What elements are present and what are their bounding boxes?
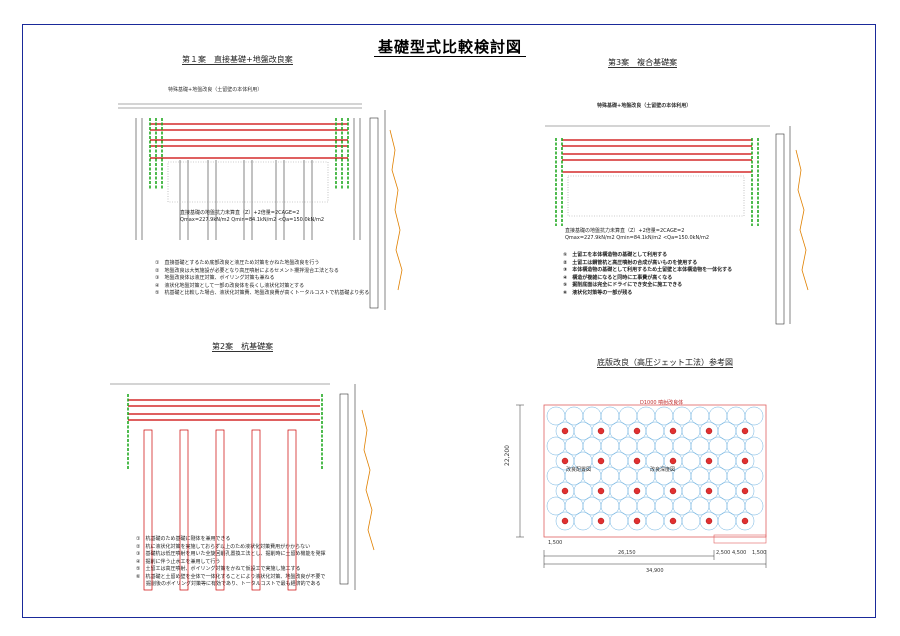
section1-subtitle: 特殊基礎+地盤改良（土留壁の本体利用） (168, 87, 263, 93)
section2-notes: ① 杭基礎のため基礎に剛体を兼用できる ② 杭に液状化対策を実施しておらず以上の… (136, 536, 326, 589)
section2-heading: 第2案 杭基礎案 (212, 342, 274, 352)
section1-cross-section (118, 103, 403, 310)
plan-top-label: D1000 噴射改良体 (640, 400, 684, 406)
note-item: ⑥ 杭基礎と土留め壁を全体で一体化することにより液状化対策、地盤改良が不要で (136, 573, 326, 580)
note-item: ⑤ 土留工は高圧噴射、ボイリング対策をかねて仮設工で実施し施工する (136, 566, 301, 572)
section4-heading: 底版改良（高圧ジェット工法）参考図 (597, 358, 733, 368)
note-item: ⑤ 掘削底面は完全にドライにでき安全に施工できる (563, 282, 683, 288)
drawing-title: 基礎型式比較検討図 (0, 36, 900, 57)
plan-left-margin-dimension: 1,500 (548, 540, 563, 546)
section3-notes: ① 土留工を本体構造物の基礎として利用する ② 土留工は鋼管杭と高圧噴射の合成が… (563, 252, 732, 297)
note-item: ④ 液状化地盤対策として一部の改良体を長くし液状化対策とする (155, 282, 305, 289)
note-item: ③ 地盤改良体は液圧対策、ボイリング対策も兼ねる (155, 275, 275, 281)
note-item: ⑥ 液状化対策等の一部が残る (563, 289, 633, 296)
note-item: ③ 本体構造物の基礎として利用するため土留壁と本体構造物を一体化する (563, 267, 733, 273)
section3-heading: 第3案 複合基礎案 (608, 58, 678, 68)
section1-heading: 第１案 直接基礎+地盤改良案 (182, 55, 293, 65)
note-item: ⑤ 杭基礎と比較した場合、液状化対策費、地盤改良費が高くトータルコストで杭基礎よ… (155, 290, 370, 296)
plan-inner-width-dimension: 26,150 (618, 550, 636, 556)
note-item: ② 土留工は鋼管杭と高圧噴射の合成が高いものを使用する (563, 259, 698, 266)
note-item: ② 杭に液状化対策を実施しておらず以上のため液状化対策費用がかからない (136, 543, 311, 550)
note-item: ③ 基礎杭は低圧噴射を用いた全旋回削孔置換工法とし、掘削時に土留め機能を発揮 (136, 551, 326, 557)
plan-total-width-dimension: 34,900 (646, 568, 664, 574)
dimension-lines (516, 404, 767, 568)
improvement-circle-grid (546, 406, 764, 531)
note-item: ① 杭基礎のため基礎に剛体を兼用できる (136, 536, 231, 542)
pile-markers (561, 427, 749, 525)
section4-plan (516, 404, 767, 568)
plan-note-1: 改良配置図 (566, 467, 592, 473)
note-item: ④ 掘削に伴う止水工を兼用して行う (136, 558, 221, 565)
section3-cross-section (545, 125, 809, 325)
note-item: 掘削後のボイリング対策等に有効であり、トータルコストで最も経済的である (136, 581, 321, 587)
plan-height-dimension: 22,200 (504, 445, 511, 466)
drawing-border (22, 24, 876, 618)
section1-notes: ① 直接基礎とするため底部改良と液圧ため対策をかねた地盤改良を行う ② 地盤改良… (155, 260, 369, 298)
formula-line: Qmax=227.9kN/m2 Qmin=84.1kN/m2 <Qa=150.0… (565, 235, 710, 241)
note-item: ① 土留工を本体構造物の基礎として利用する (563, 252, 668, 258)
note-item: ② 地盤改良は大気施設が必要となり高圧噴射によるセメント攪拌混合工法となる (155, 267, 339, 274)
plan-seg2-dimension: 4,500 (732, 550, 747, 556)
section2-cross-section (110, 383, 375, 591)
plan-note-2: 改良深度図 (650, 467, 676, 473)
formula-line: 直接基礎の地盤抗力未算直（Z）+2倍量=2CAGE=2 (565, 228, 685, 234)
drawing-title-text: 基礎型式比較検討図 (373, 38, 526, 57)
section3-subtitle: 特殊基礎+地盤改良（土留壁の本体利用） (597, 103, 692, 109)
note-item: ④ 構造が複雑になると同時に工事費が高くなる (563, 274, 673, 281)
plan-seg3-dimension: 1,500 (752, 550, 767, 556)
note-item: ① 直接基礎とするため底部改良と液圧ため対策をかねた地盤改良を行う (155, 260, 320, 266)
formula-line: 直接基礎の地盤抗力未算直（Z）+2倍量=2CAGE=2 (180, 210, 300, 216)
section3-formula: 直接基礎の地盤抗力未算直（Z）+2倍量=2CAGE=2 Qmax=227.9kN… (565, 228, 709, 242)
plan-seg1-dimension: 2,500 (716, 550, 731, 556)
